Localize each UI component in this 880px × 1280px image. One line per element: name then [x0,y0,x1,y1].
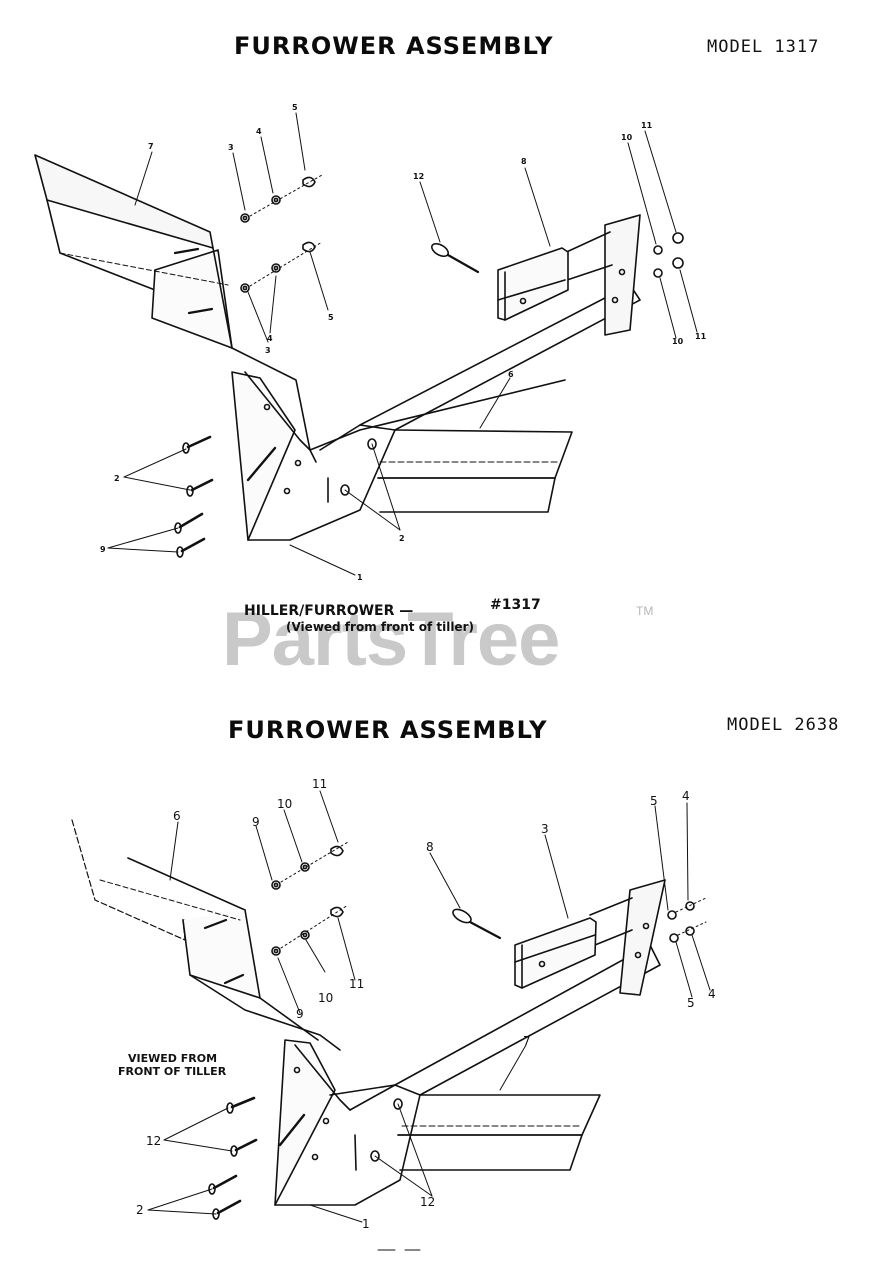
d2-callout: 2 [136,1203,144,1217]
diagram-1-shank [34,154,566,463]
watermark-trademark: TM [636,604,654,618]
d1-callout: 1 [357,573,363,582]
diagram-1-title: FURROWER ASSEMBLY [234,32,554,60]
d2-callout: 9 [252,815,260,829]
d1-callout: 5 [292,103,298,112]
d1-callout: 10 [621,133,633,142]
diagram-2-shank [71,819,341,1051]
diagram-2-clamp [514,917,597,989]
d1-callout: 9 [100,545,106,554]
d2-callout: 11 [312,777,327,791]
diagram-1-callouts: 7 3 4 5 3 4 5 12 8 10 11 10 11 6 2 2 9 1 [100,103,707,582]
diagram-1-caption-line1: HILLER/FURROWER — [244,603,414,619]
d1-callout: 11 [641,121,653,130]
d1-callout: 11 [695,332,707,341]
watermark: PartsTree [222,597,560,682]
d2-callout: 12 [146,1134,161,1148]
diagram-2-callouts: 11 6 9 10 8 3 5 4 9 10 11 5 4 7 12 2 12 … [136,777,716,1231]
diagram-1-bolts [174,435,214,558]
diagram-1-clamp [497,247,569,321]
diagram-2-model-text: MODEL 2638 [727,715,840,735]
d2-callout: 8 [426,840,434,854]
d2-callout: 5 [650,794,658,808]
d1-callout: 7 [148,142,154,151]
d1-callout: 6 [508,370,514,379]
d1-callout: 5 [328,313,334,322]
d1-callout: 12 [413,172,424,181]
diagram-2-plate [329,944,661,1171]
diagram-1-bracket [231,371,396,541]
diagram-2-model: MODEL 2638 [727,715,846,735]
d2-callout: 9 [296,1007,304,1021]
diagram-1-sleeve [559,214,641,336]
diagram-1-artwork [34,112,698,576]
d1-callout: 2 [399,534,405,543]
diagram-1-caption-line2: (Viewed from front of tiller) [286,620,474,634]
d2-callout: 7 [523,1034,531,1048]
d1-callout: 4 [267,334,273,343]
diagram-1-fasteners [240,174,684,293]
d2-callout: 6 [173,809,181,823]
d2-callout: 12 [420,1195,435,1209]
d2-callout: 4 [708,987,716,1001]
diagram-2-bracket [274,1039,421,1206]
d2-callout: 1 [362,1217,370,1231]
diagram-2-sleeve [589,879,666,996]
diagram-2-note-line2: FRONT OF TILLER [118,1065,227,1078]
d2-callout: 11 [349,977,364,991]
d2-callout: 4 [682,789,690,803]
d1-callout: 3 [265,346,271,355]
d2-callout: 3 [541,822,549,836]
d1-callout: 2 [114,474,120,483]
diagram-2-title: FURROWER ASSEMBLY [228,716,548,744]
d2-callout: 5 [687,996,695,1010]
diagram-1-model: MODEL 1317 [707,37,820,57]
diagram-2-artwork [71,790,711,1251]
d1-callout: 10 [672,337,684,346]
diagram-2-pin [452,908,502,940]
d1-callout: 8 [521,157,527,166]
diagram-1-pin [431,242,480,274]
diagram-1-leaders [107,112,698,576]
diagram-2-bolts [208,1096,258,1220]
d1-callout: 4 [256,127,262,136]
diagram-1-plate [359,284,641,513]
diagram-2-leaders [147,790,711,1251]
diagram-2-fasteners [271,841,707,956]
diagram-2-note-line1: VIEWED FROM [128,1052,218,1065]
d2-callout: 10 [277,797,292,811]
d1-callout: 3 [228,143,234,152]
d2-callout: 10 [318,991,333,1005]
diagram-1-caption-part: #1317 [490,597,541,613]
